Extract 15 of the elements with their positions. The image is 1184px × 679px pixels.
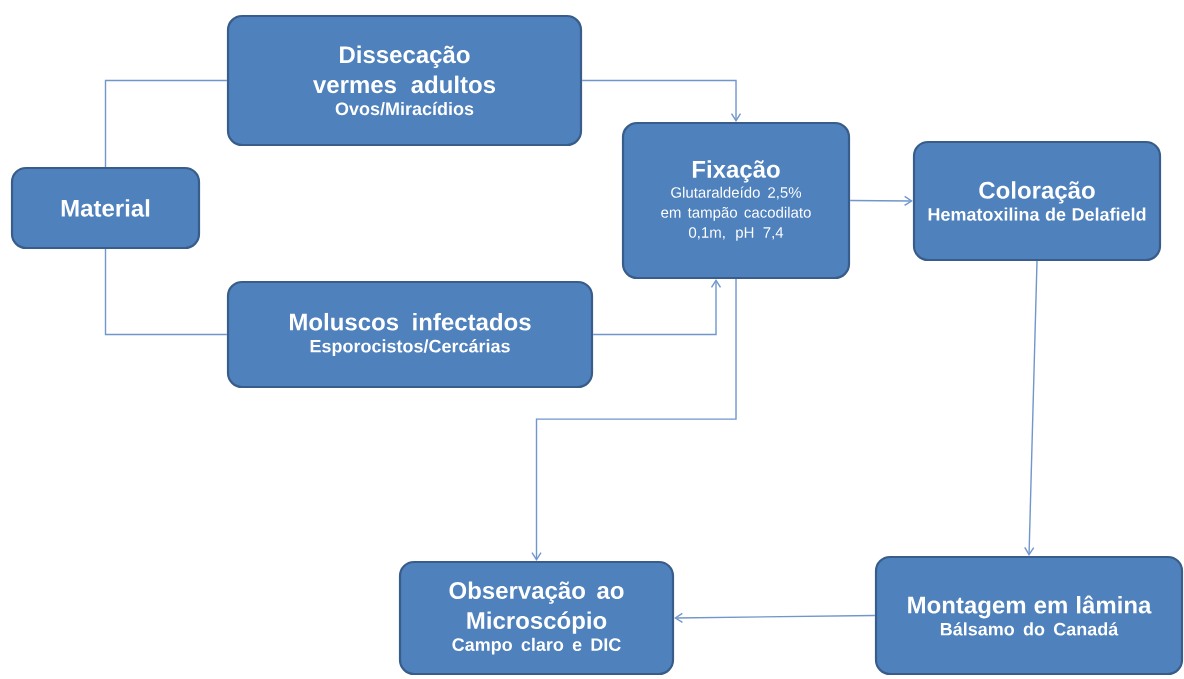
connector-line: [104, 248, 228, 336]
arrow: [581, 79, 742, 122]
process-box: Material: [10, 166, 201, 250]
arrow: [1024, 260, 1038, 556]
process-box: Dissecação vermes adultos Ovos/Miracídios: [226, 14, 583, 147]
process-box: Montagem em lâmina Bálsamo do Canadá: [874, 555, 1184, 676]
process-box: Coloração Hematoxilina de Delafield: [912, 140, 1162, 262]
arrow: [849, 195, 913, 207]
process-box: Observação ao Microscópio Campo claro e DIC: [398, 560, 675, 676]
arrow: [592, 279, 722, 336]
connector-line: [104, 79, 228, 168]
arrow: [674, 612, 876, 624]
process-box: Fixação Glutaraldeído 2,5% em tampão cacodilato 0,1m, pH 7,4: [621, 121, 851, 280]
arrow: [531, 278, 737, 561]
process-box: Moluscos infectados Esporocistos/Cercárias: [226, 280, 594, 389]
